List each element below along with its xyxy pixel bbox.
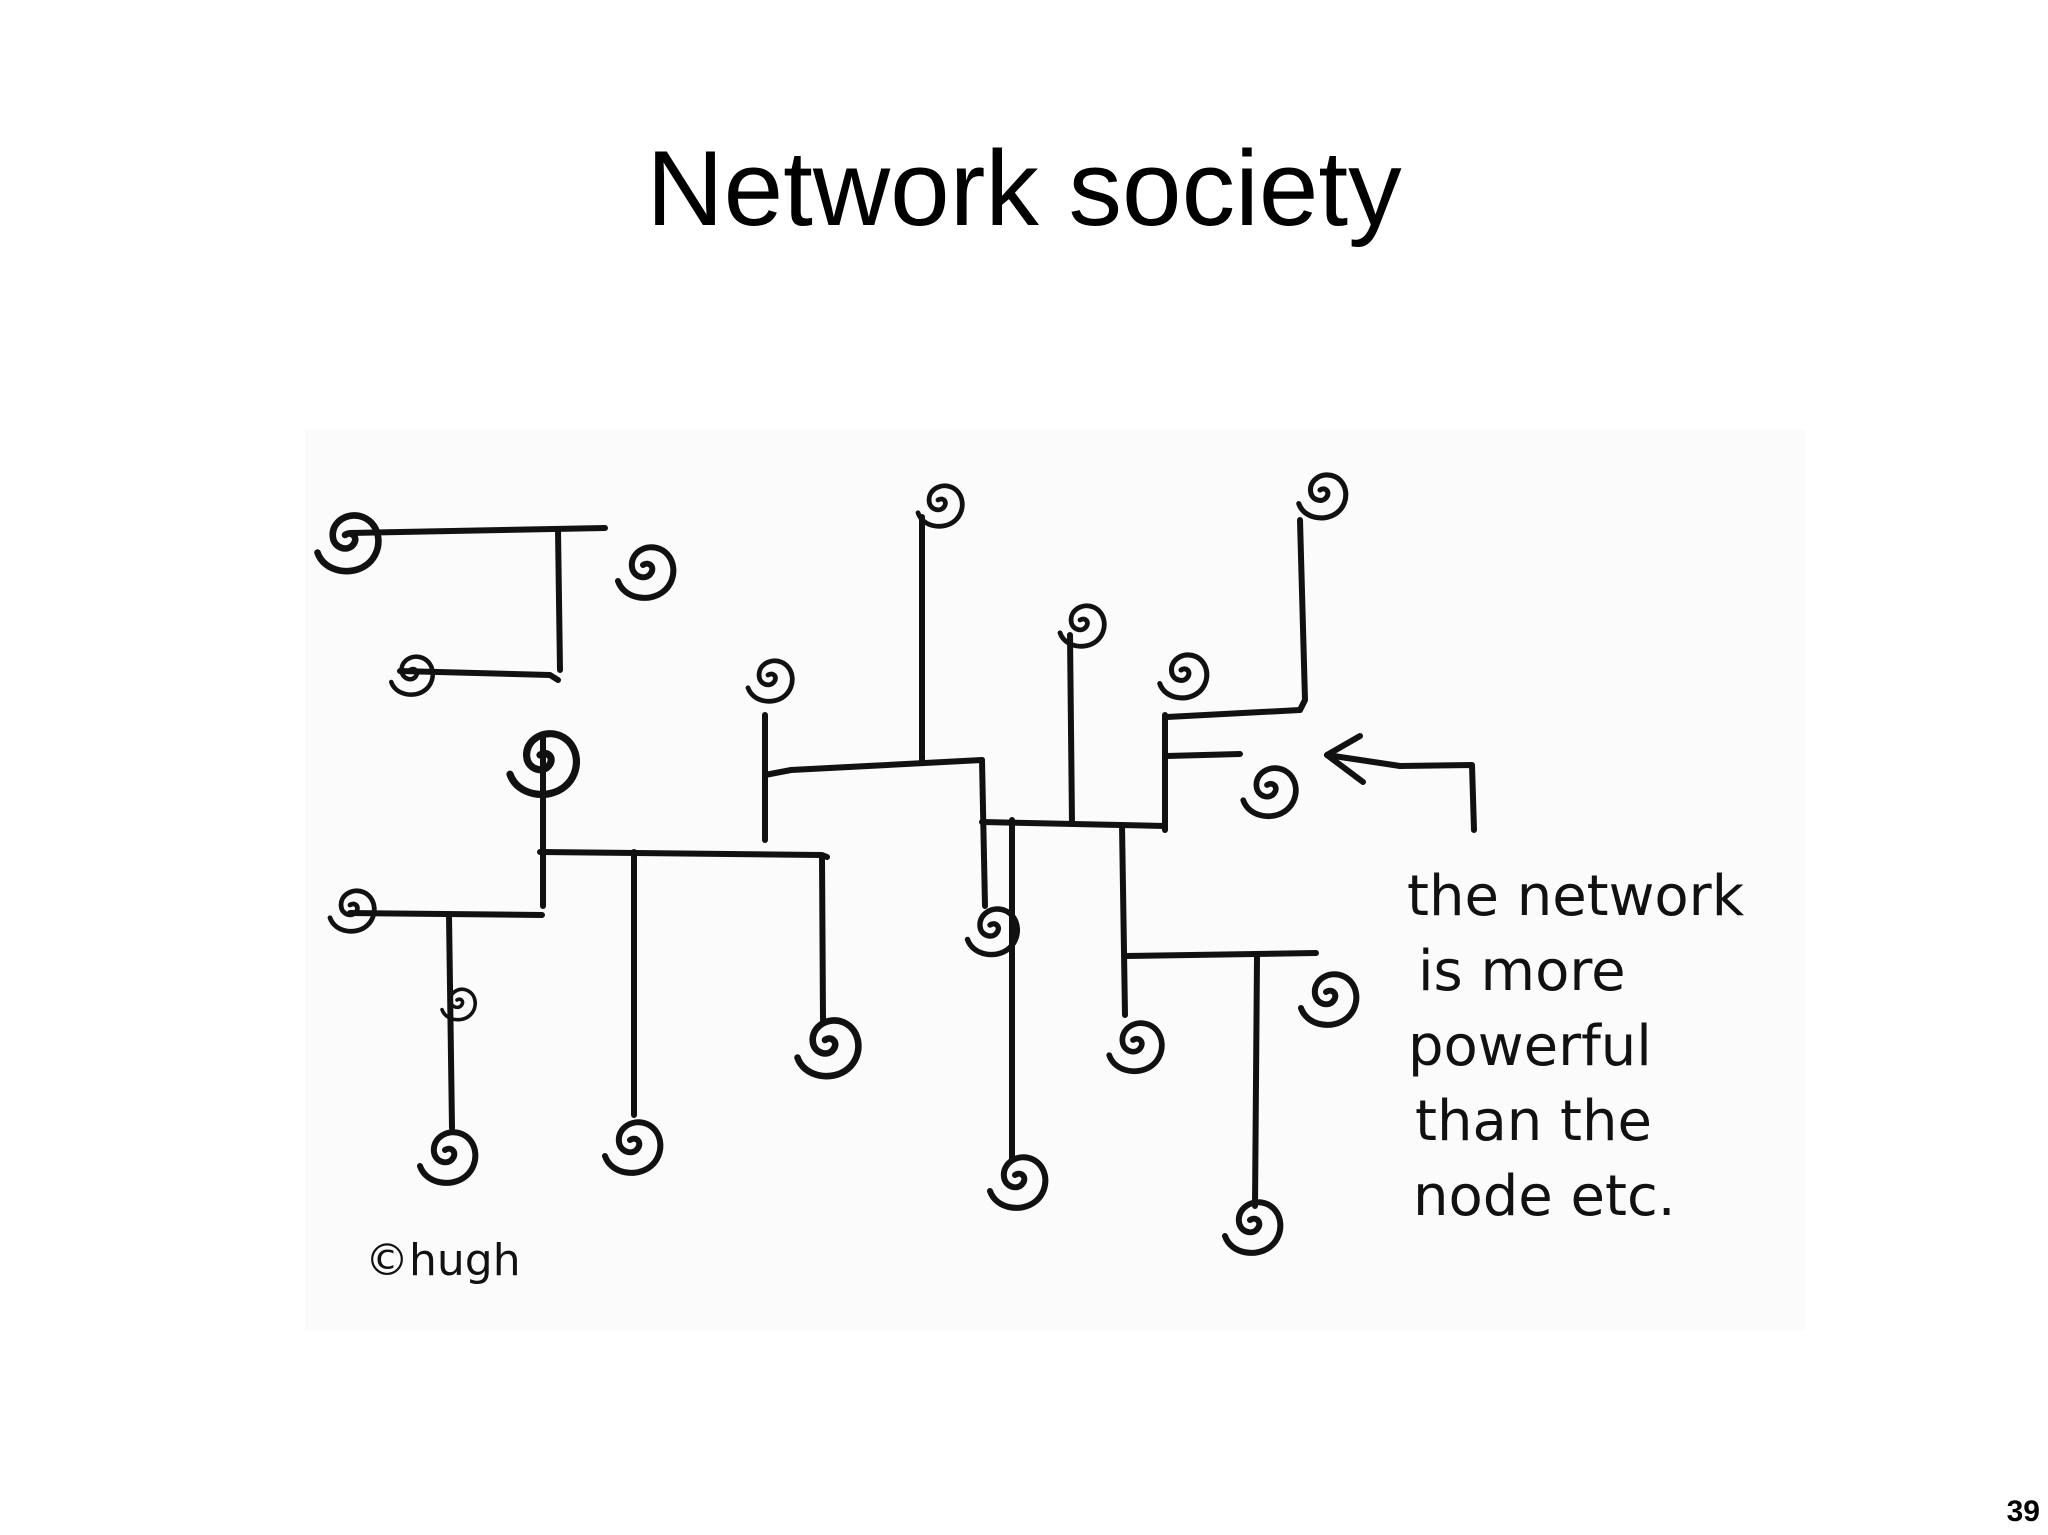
annotation-line: is more xyxy=(1418,939,1626,1004)
annotation: the network is more powerful than the no… xyxy=(1407,864,1745,1229)
annotation-line: the network xyxy=(1407,864,1745,929)
annotation-line: than the xyxy=(1415,1089,1652,1154)
network-cartoon: the network is more powerful than the no… xyxy=(305,430,1805,1330)
annotation-line: powerful xyxy=(1408,1014,1652,1079)
node-spirals xyxy=(318,475,1357,1253)
signature: ©hugh xyxy=(365,1235,521,1286)
slide-title: Network society xyxy=(646,128,1402,248)
arrow-icon xyxy=(1324,733,1477,833)
page-number: 39 xyxy=(2006,1495,2040,1528)
network-lines xyxy=(347,514,1319,1209)
annotation-line: node etc. xyxy=(1413,1164,1676,1229)
network-drawing: the network is more powerful than the no… xyxy=(305,430,1745,1286)
